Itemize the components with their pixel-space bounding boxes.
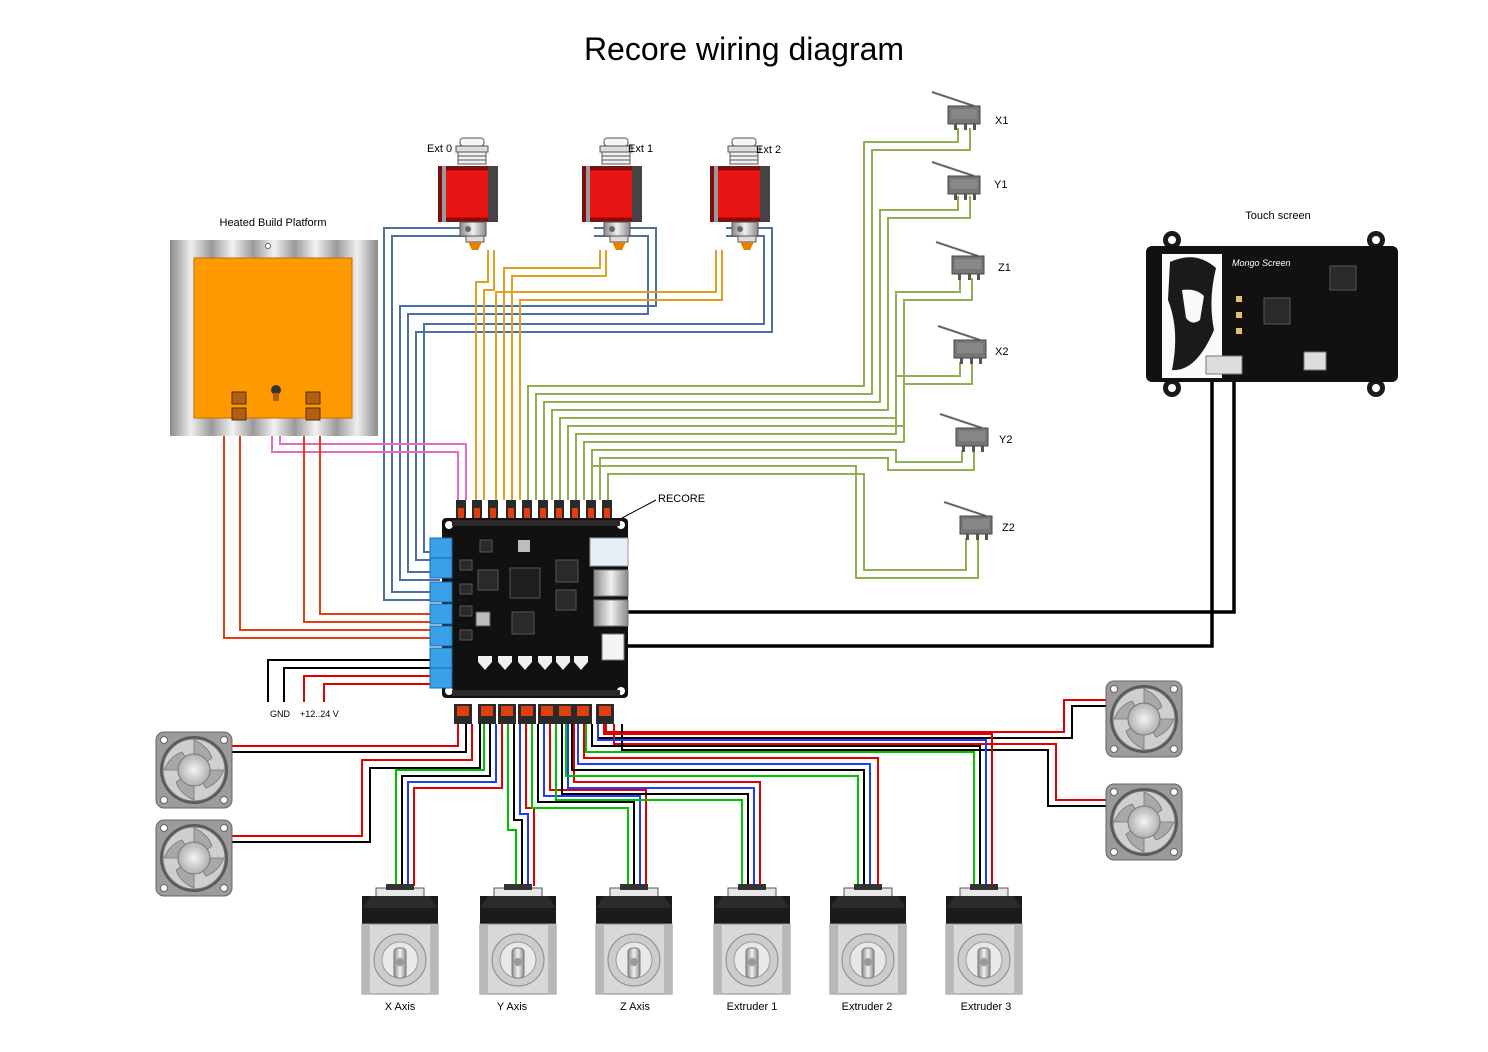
recore-label: RECORE xyxy=(658,493,705,505)
ext1-label: Ext 1 xyxy=(628,143,653,155)
fan-left-bottom xyxy=(155,819,233,897)
endstop-z2 xyxy=(943,501,993,541)
heated-build-platform xyxy=(170,240,378,436)
hotend-heater-wires xyxy=(475,250,723,500)
motor-label-y-axis: Y Axis xyxy=(497,1001,528,1013)
fan-right-top xyxy=(1105,680,1183,758)
endstop-x2 xyxy=(937,325,987,365)
endstop-label-x1: X1 xyxy=(995,115,1008,127)
fan-wires xyxy=(230,699,1108,843)
bed-power-terminals xyxy=(231,391,321,421)
touch-screen: Mongo Screen xyxy=(1146,231,1398,397)
power-label: +12..24 V xyxy=(300,709,339,719)
motor-extruder-3 xyxy=(945,883,1023,995)
motor-y-axis xyxy=(479,883,557,995)
motor-label-extruder-3: Extruder 3 xyxy=(961,1001,1012,1013)
power-terminal-blocks xyxy=(429,537,453,689)
endstop-y2 xyxy=(939,413,989,453)
endstop-label-y2: Y2 xyxy=(999,434,1012,446)
touch-screen-label: Touch screen xyxy=(1245,210,1310,222)
motor-label-extruder-1: Extruder 1 xyxy=(727,1001,778,1013)
endstop-label-z2: Z2 xyxy=(1002,522,1015,534)
screen-wires xyxy=(626,376,1236,648)
motor-x-axis xyxy=(361,883,439,995)
output-mosfets xyxy=(478,656,588,670)
motor-wires xyxy=(395,724,993,886)
endstop-y1 xyxy=(931,161,981,201)
fan-left-top xyxy=(155,731,233,809)
bed-thermistor xyxy=(271,385,281,401)
motor-extruder-2 xyxy=(829,883,907,995)
diagram-title: Recore wiring diagram xyxy=(584,31,904,67)
recore-board xyxy=(429,500,629,724)
top-connectors xyxy=(456,500,612,518)
ext0-label: Ext 0 xyxy=(427,143,452,155)
screen-brand-label: Mongo Screen xyxy=(1232,258,1291,268)
endstop-wires xyxy=(527,128,979,579)
endstop-label-x2: X2 xyxy=(995,346,1008,358)
ext2-label: Ext 2 xyxy=(756,144,781,156)
motor-label-extruder-2: Extruder 2 xyxy=(842,1001,893,1013)
gnd-label: GND xyxy=(270,709,291,719)
endstop-x1 xyxy=(931,91,981,131)
endstop-label-y1: Y1 xyxy=(994,179,1007,191)
motor-label-z-axis: Z Axis xyxy=(620,1001,650,1013)
motor-z-axis xyxy=(595,883,673,995)
endstop-label-z1: Z1 xyxy=(998,262,1011,274)
endstop-z1 xyxy=(935,241,985,281)
psu-wires xyxy=(267,659,432,702)
motor-extruder-1 xyxy=(713,883,791,995)
heated-bed-label: Heated Build Platform xyxy=(220,217,327,229)
motor-label-x-axis: X Axis xyxy=(385,1001,416,1013)
bottom-connectors xyxy=(454,704,614,724)
fan-right-bottom xyxy=(1105,783,1183,861)
